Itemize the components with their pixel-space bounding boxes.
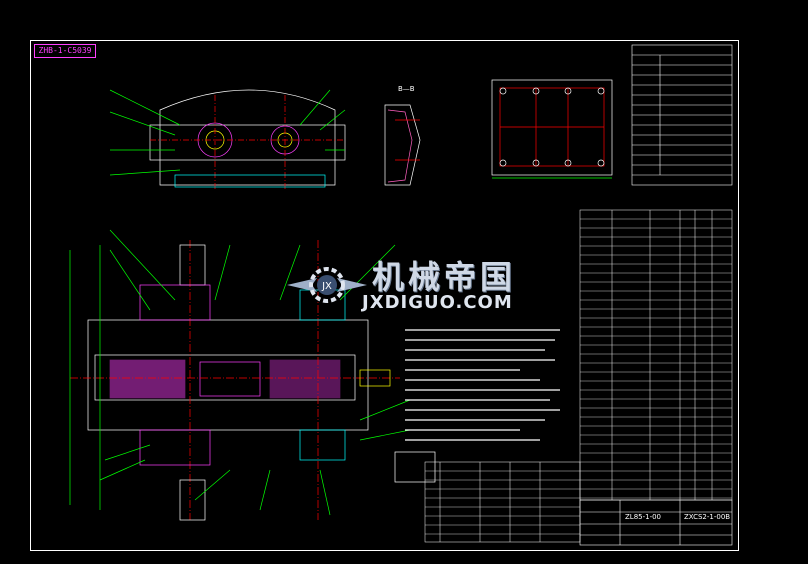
site-url-text: JXDIGUO.COM <box>362 292 513 313</box>
section-detail-view <box>384 104 421 186</box>
parts-list-table <box>579 209 733 501</box>
drawing-name-label: ZL85-1-00 <box>625 513 662 521</box>
technical-data-table <box>631 44 733 186</box>
technical-notes-block <box>405 329 560 441</box>
title-block <box>579 499 733 546</box>
gear-logo-icon: JX <box>287 267 367 303</box>
sheet-code-label: ZHB-1-C5039 <box>34 44 96 58</box>
foundation-plan-view <box>491 79 613 179</box>
site-name-text: 机械帝国 <box>372 258 517 296</box>
lower-parts-list-rows <box>425 470 580 535</box>
drawing-sheet-border <box>30 40 739 551</box>
drawing-number-label: ZXCS2-1-00B <box>684 513 731 521</box>
section-label: B—B <box>398 85 415 93</box>
top-assembly-view <box>109 89 346 190</box>
svg-text:JX: JX <box>321 281 332 292</box>
site-watermark: JX 机械帝国 JXDIGUO.COM <box>282 250 552 320</box>
main-section-view <box>69 229 436 521</box>
parts-list-rows <box>580 218 732 499</box>
